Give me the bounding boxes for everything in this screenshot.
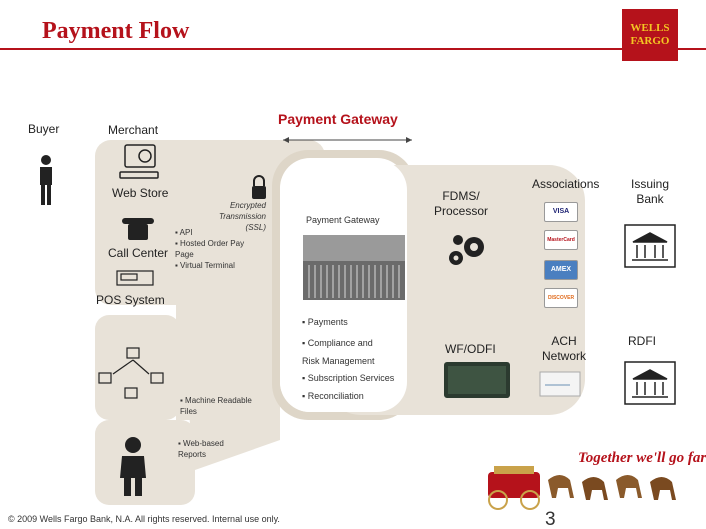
web-store-label: Web Store	[112, 186, 169, 200]
fdms-processor-label: FDMS/ Processor	[433, 189, 489, 218]
tagline: Together we'll go far	[578, 450, 706, 466]
gateway-methods-list: ▪ API ▪ Hosted Order Pay Page ▪ Virtual …	[175, 227, 244, 271]
check-document-icon	[539, 371, 581, 397]
visa-card-logo: VISA	[544, 202, 578, 222]
pos-terminal-icon	[116, 270, 154, 286]
service-subscription: ▪ Subscription Services	[302, 373, 395, 383]
mastercard-logo: MasterCard	[544, 230, 578, 250]
rdfi-label: RDFI	[628, 334, 656, 348]
service-payments: ▪ Payments	[302, 317, 348, 327]
lock-icon	[252, 175, 266, 199]
service-compliance-risk: ▪ Compliance and Risk Management	[302, 338, 375, 366]
gateway-arrow-right	[406, 137, 412, 143]
page-number: 3	[545, 509, 556, 529]
title-divider	[0, 48, 706, 50]
amex-card-logo: AMEX	[544, 260, 578, 280]
copyright-notice: © 2009 Wells Fargo Bank, N.A. All rights…	[8, 514, 280, 524]
associations-label: Associations	[532, 177, 600, 191]
gateway-arrow-left	[283, 137, 289, 143]
buyer-person-icon	[40, 155, 52, 205]
merchant-channels-panel	[95, 140, 325, 305]
method-api: ▪ API	[175, 228, 193, 237]
page-title: Payment Flow	[42, 18, 190, 44]
call-center-label: Call Center	[108, 246, 169, 260]
safe-vault-icon	[444, 362, 510, 398]
wf-odfi-label: WF/ODFI	[445, 342, 496, 356]
payment-gateway-heading: Payment Gateway	[278, 111, 398, 127]
issuing-bank-icon	[624, 224, 676, 268]
method-virtual-terminal: ▪ Virtual Terminal	[175, 261, 235, 270]
issuing-bank-label: Issuing Bank	[630, 177, 670, 206]
discover-card-logo: DISCOVER	[544, 288, 578, 308]
ach-network-label: ACH Network	[541, 334, 586, 363]
machine-readable-files-label: ▪ Machine Readable Files	[180, 396, 252, 416]
method-hosted-order-pay-page: ▪ Hosted Order Pay Page	[175, 239, 245, 259]
buyer-label: Buyer	[28, 122, 60, 136]
merchant-label: Merchant	[108, 123, 159, 137]
reports-connector	[180, 300, 280, 470]
telephone-icon	[122, 218, 154, 240]
web-store-computer-icon	[119, 144, 159, 179]
pos-system-label: POS System	[96, 293, 165, 307]
wells-fargo-logo: WELLS FARGO	[622, 9, 678, 61]
stagecoach-illustration	[488, 466, 676, 510]
file-channel-panel	[95, 315, 180, 420]
gateway-services-list: ▪ Payments ▪ Compliance and Risk Managem…	[302, 316, 394, 402]
inner-gateway-label: Payment Gateway	[306, 215, 380, 225]
web-reports-label: ▪ Web-based Reports	[178, 439, 224, 459]
encrypted-transmission-label: Encrypted Transmission (SSL)	[219, 201, 266, 232]
business-person-icon	[120, 437, 146, 496]
gears-icon	[449, 235, 484, 265]
rdfi-bank-icon	[624, 361, 676, 405]
service-reconciliation: ▪ Reconciliation	[302, 391, 364, 401]
reports-channel-panel	[95, 420, 195, 505]
network-computers-icon	[98, 347, 164, 399]
